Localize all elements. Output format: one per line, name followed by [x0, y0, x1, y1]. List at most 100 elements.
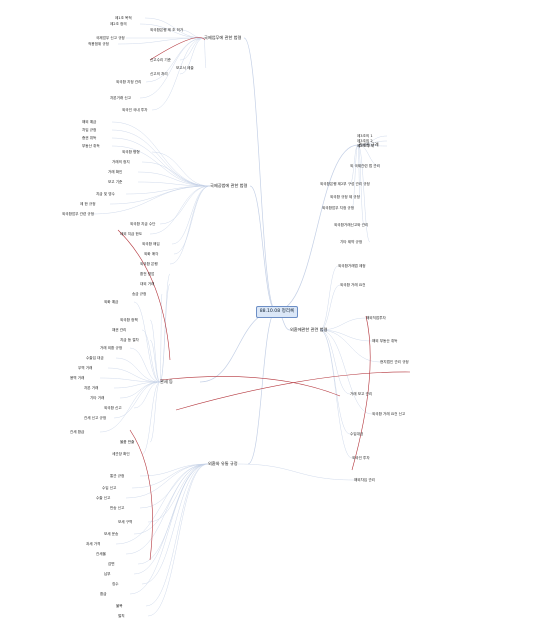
branch-topic[interactable]: 외환와 유통 규정 — [208, 461, 238, 466]
subtopic-node[interactable]: 보세 구역 — [118, 520, 133, 524]
subtopic-node[interactable]: 해외직접투자 — [366, 316, 386, 320]
subtopic-node[interactable]: 수출 신고 — [96, 496, 111, 500]
subtopic-node[interactable]: 세관장 확인 — [112, 452, 130, 456]
subtopic-node[interactable]: 제3조 부칙 — [357, 144, 374, 148]
link-curve — [141, 329, 161, 383]
subtopic-node[interactable]: 외국환은행 제 조 허가 — [150, 28, 184, 32]
branch-topic[interactable]: 관세 등 — [160, 379, 173, 384]
subtopic-node[interactable]: 기타 제약 규정 — [340, 240, 363, 244]
subtopic-node[interactable]: 환전 영업 — [140, 272, 155, 276]
subtopic-node[interactable]: 거래의 정지 — [112, 160, 130, 164]
subtopic-node[interactable]: 신고수리 기준 — [150, 58, 171, 62]
subtopic-node[interactable]: 외국환 규정 제 규정 — [330, 195, 360, 199]
branch-topic[interactable]: 관세관 규례 — [358, 142, 379, 147]
subtopic-node[interactable]: 거래 확인 — [108, 170, 123, 174]
subtopic-node[interactable]: 차입 규정 — [82, 128, 97, 132]
link-curve — [115, 463, 209, 545]
subtopic-node[interactable]: 벌칙 — [118, 614, 125, 618]
subtopic-node[interactable]: 신고의 처리 — [150, 72, 168, 76]
subtopic-node[interactable]: 물품 반출 — [120, 440, 135, 444]
subtopic-node[interactable]: 외국환은행 제2부 구성 관리 규정 — [320, 182, 370, 186]
link-curve — [147, 463, 209, 617]
subtopic-node[interactable]: 제2조 정의 — [110, 22, 127, 26]
subtopic-node[interactable]: 외국인 투자 — [352, 456, 370, 460]
subtopic-node[interactable]: 통관 규정 — [110, 474, 125, 478]
link-curve — [137, 171, 211, 187]
subtopic-node[interactable]: 거래 보고 관리 — [350, 392, 373, 396]
subtopic-node[interactable]: 환급 — [100, 592, 107, 596]
subtopic-node[interactable]: 보고 기준 — [108, 180, 123, 184]
subtopic-node[interactable]: 외국환 매입 — [142, 242, 160, 246]
subtopic-node[interactable]: 납부 — [104, 572, 111, 576]
link-curve — [147, 463, 209, 523]
subtopic-node[interactable]: 무역 거래 — [78, 366, 93, 370]
subtopic-node[interactable]: 적용범위 규정 — [88, 42, 109, 46]
link-curve — [243, 37, 277, 312]
subtopic-node[interactable]: 징수 — [112, 582, 119, 586]
subtopic-node[interactable]: 불복 — [116, 604, 123, 608]
link-curve — [199, 310, 277, 383]
link-curve — [237, 463, 355, 481]
branch-topic[interactable]: 국제공법에 관한 법령 — [210, 183, 248, 188]
subtopic-node[interactable]: 외 국제관련 법 관리 — [350, 164, 380, 168]
subtopic-node[interactable]: 외화 매각 — [144, 252, 159, 256]
link-curve — [159, 283, 171, 383]
subtopic-node[interactable]: 외국환 지정 관리 — [116, 80, 142, 84]
relation-arrow — [149, 37, 206, 61]
subtopic-node[interactable]: 해외 부동산 취득 — [372, 339, 398, 343]
subtopic-node[interactable]: 지급 등 절차 — [120, 338, 139, 342]
subtopic-node[interactable]: 대외 거래 — [140, 282, 155, 286]
branch-topic[interactable]: 외환에관한 관련 법령 — [290, 327, 328, 332]
subtopic-node[interactable]: 채권 관리 — [112, 328, 127, 332]
central-topic[interactable]: 88.10.08 정리록 — [256, 306, 298, 318]
subtopic-node[interactable]: 자본거래 신고 — [110, 96, 131, 100]
subtopic-node[interactable]: 외국환 정책 — [120, 318, 138, 322]
subtopic-node[interactable]: 제3조의 2 — [357, 139, 373, 143]
subtopic-node[interactable]: 제3조의 1 — [357, 134, 373, 138]
subtopic-node[interactable]: 외국환업무 관련 규정 — [62, 212, 95, 216]
subtopic-node[interactable]: 해외 예금 — [82, 120, 97, 124]
subtopic-node[interactable]: 외국환 신고 — [104, 406, 122, 410]
subtopic-node[interactable]: 외화 예금 — [104, 300, 119, 304]
link-curve — [357, 144, 381, 167]
subtopic-node[interactable]: 외국환 거래 요건 신고 — [372, 412, 406, 416]
subtopic-node[interactable]: 지급 및 영수 — [96, 192, 115, 196]
subtopic-node[interactable]: 수출입 대금 — [86, 356, 104, 360]
subtopic-node[interactable]: 증권 취득 — [82, 136, 97, 140]
subtopic-node[interactable]: 외국환 지급 수단 — [130, 222, 156, 226]
subtopic-node[interactable]: 대외 지급 한도 — [120, 232, 143, 236]
subtopic-node[interactable]: 외국환 거래 요건 — [340, 283, 366, 287]
subtopic-node[interactable]: 외국인 국내 투자 — [122, 108, 148, 112]
subtopic-node[interactable]: 외국환거래신고와 관리 — [334, 223, 369, 227]
subtopic-node[interactable]: 제1조 목적 — [115, 16, 132, 20]
subtopic-node[interactable]: 해외차입 관리 — [354, 478, 375, 482]
subtopic-node[interactable]: 관세 환급 — [70, 430, 85, 434]
subtopic-node[interactable]: 수입 신고 — [102, 486, 117, 490]
subtopic-node[interactable]: 보세 운송 — [104, 532, 119, 536]
subtopic-node[interactable]: 자본 거래 — [84, 386, 99, 390]
subtopic-node[interactable]: 감면 — [108, 562, 115, 566]
subtopic-node[interactable]: 보고서 제출 — [176, 66, 194, 70]
subtopic-node[interactable]: 과세 가격 — [86, 542, 101, 546]
subtopic-node[interactable]: 외국환 평형 — [122, 150, 140, 154]
subtopic-node[interactable]: 현지법인 관리 규정 — [380, 360, 409, 364]
subtopic-node[interactable]: 외국환거래법 제정 — [338, 264, 366, 268]
subtopic-node[interactable]: 제 한 규정 — [80, 202, 96, 206]
subtopic-node[interactable]: 부동산 취득 — [82, 144, 100, 148]
link-curve — [149, 381, 161, 443]
subtopic-node[interactable]: 거래 외환 규정 — [100, 346, 123, 350]
subtopic-node[interactable]: 국제업무 신고 규정 — [96, 36, 125, 40]
subtopic-node[interactable]: 관세율 — [96, 552, 106, 556]
subtopic-node[interactable]: 외국환 은행 — [140, 262, 158, 266]
subtopic-node[interactable]: 외국환업무 지정 규정 — [322, 206, 355, 210]
subtopic-node[interactable]: 반송 신고 — [110, 506, 125, 510]
link-curve — [159, 273, 171, 383]
subtopic-node[interactable]: 기타 거래 — [90, 396, 105, 400]
subtopic-node[interactable]: 송금 규정 — [132, 292, 147, 296]
branch-topic[interactable]: 국제업무에 관한 법령 — [204, 35, 242, 40]
subtopic-node[interactable]: 수입대금 — [350, 432, 364, 436]
subtopic-node[interactable]: 용역 거래 — [70, 376, 85, 380]
link-curve — [319, 317, 367, 331]
subtopic-node[interactable]: 관세 신고 규정 — [84, 416, 107, 420]
link-curve — [169, 185, 211, 265]
